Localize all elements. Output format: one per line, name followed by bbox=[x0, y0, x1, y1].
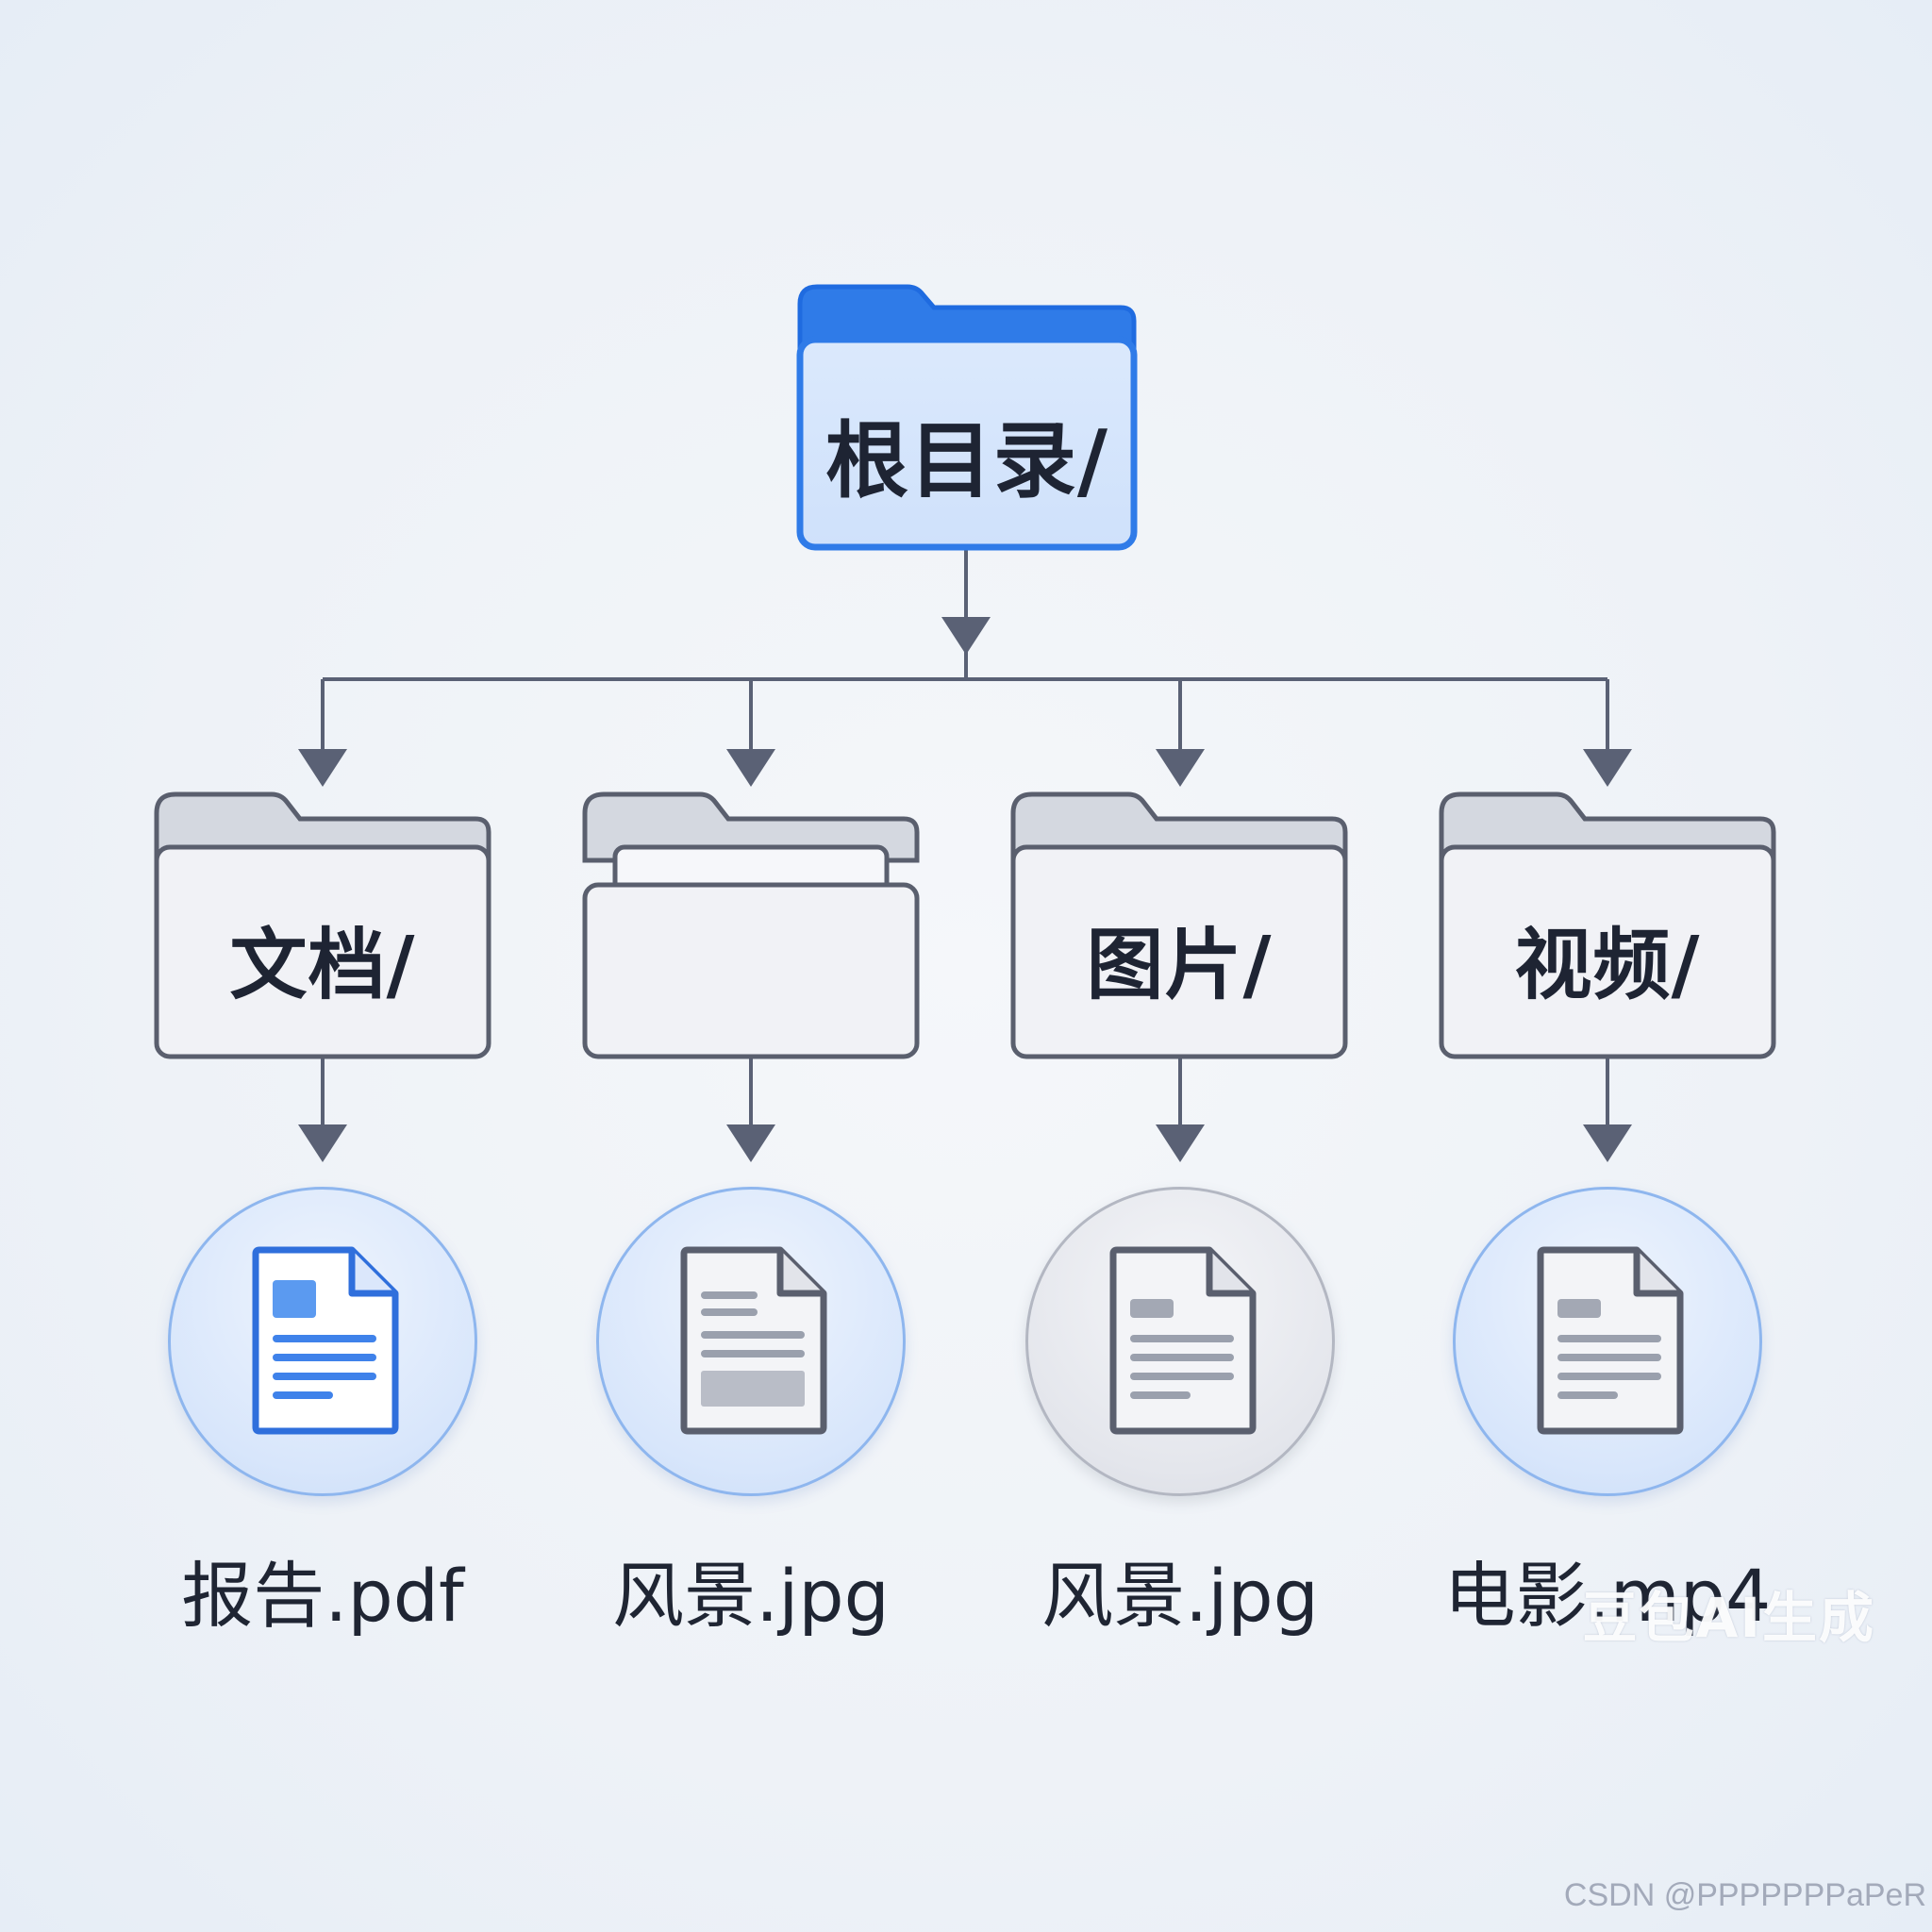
file-name-movie-mp4: 电影.mp4 bbox=[1443, 1554, 1772, 1638]
branch-arrow-head-4 bbox=[1583, 749, 1632, 787]
folder-unlabeled[interactable] bbox=[581, 791, 921, 1060]
file-arrow-head-3 bbox=[1156, 1124, 1205, 1162]
file-arrow-head-4 bbox=[1583, 1124, 1632, 1162]
file-arrow-head-2 bbox=[726, 1124, 775, 1162]
folder-icon bbox=[154, 791, 491, 1059]
file-name-landscape-jpg-1: 风景.jpg bbox=[612, 1554, 890, 1638]
folder-images[interactable]: 图片/ bbox=[1009, 791, 1349, 1060]
file-arrow-head-1 bbox=[298, 1124, 347, 1162]
file-report-pdf[interactable] bbox=[168, 1187, 477, 1496]
root-folder-icon bbox=[796, 284, 1138, 551]
root-folder[interactable]: 根目录/ bbox=[794, 283, 1140, 553]
document-icon bbox=[680, 1246, 827, 1435]
watermark-logo: 豆包AI生成 bbox=[1582, 1586, 1875, 1650]
file-movie-mp4[interactable] bbox=[1453, 1187, 1762, 1496]
folder-icon bbox=[1439, 791, 1776, 1059]
branch-arrow-head-1 bbox=[298, 749, 347, 787]
file-landscape-jpg-1[interactable] bbox=[596, 1187, 906, 1496]
folder-videos-label: 视频/ bbox=[1514, 921, 1701, 1010]
document-icon bbox=[1109, 1246, 1257, 1435]
file-landscape-jpg-2[interactable] bbox=[1025, 1187, 1335, 1496]
file-name-report-pdf: 报告.pdf bbox=[181, 1554, 464, 1638]
folder-documents[interactable]: 文档/ bbox=[153, 791, 492, 1060]
root-folder-label: 根目录/ bbox=[824, 412, 1109, 509]
open-folder-icon bbox=[582, 791, 920, 1059]
root-arrow-head bbox=[941, 617, 991, 655]
folder-images-label: 图片/ bbox=[1086, 921, 1273, 1010]
folder-icon bbox=[1010, 791, 1348, 1059]
document-icon bbox=[252, 1246, 399, 1435]
file-name-landscape-jpg-2: 风景.jpg bbox=[1041, 1554, 1319, 1638]
branch-arrow-head-2 bbox=[726, 749, 775, 787]
watermark-credit: CSDN @PPPPPPPaPeR bbox=[1563, 1877, 1926, 1913]
document-icon bbox=[1537, 1246, 1684, 1435]
folder-documents-label: 文档/ bbox=[229, 921, 416, 1010]
folder-videos[interactable]: 视频/ bbox=[1438, 791, 1777, 1060]
branch-arrow-head-3 bbox=[1156, 749, 1205, 787]
